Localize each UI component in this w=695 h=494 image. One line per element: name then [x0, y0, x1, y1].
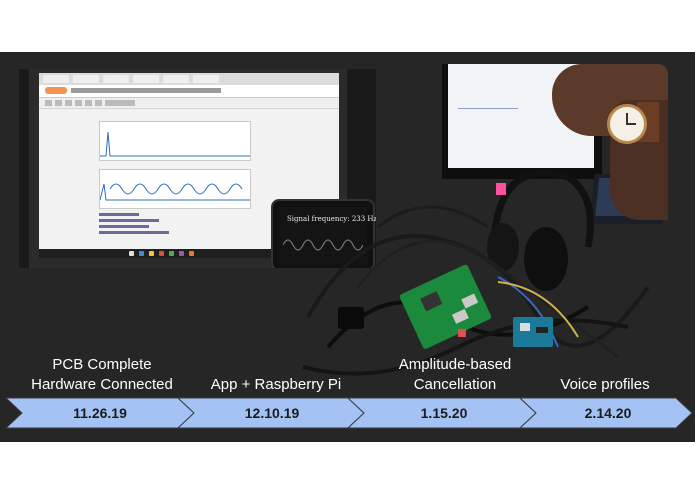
- notebook-logo-icon: [45, 87, 67, 94]
- phone-waveform: [283, 239, 363, 251]
- milestone-2-date: 12.10.19: [244, 405, 300, 421]
- signal-frequency-text: Signal frequency: 233 Hz: [287, 215, 376, 223]
- notebook-header: [39, 85, 339, 98]
- milestone-2-label-line-1: App + Raspberry Pi: [210, 376, 342, 393]
- slide: Signal frequency: 233 Hz: [0, 52, 695, 442]
- timeline-segment-4: [518, 397, 693, 429]
- milestone-2-label: App + Raspberry Pi: [196, 375, 356, 395]
- milestone-4-label-line-1: Voice profiles: [560, 376, 650, 393]
- milestone-3-label-line-2: Cancellation: [413, 376, 497, 393]
- milestone-1-date: 11.26.19: [73, 405, 127, 421]
- windows-taskbar: [39, 249, 339, 258]
- milestone-1-label-line-2: Hardware Connected: [31, 376, 173, 393]
- phone-screen: Signal frequency: 233 Hz: [279, 207, 376, 263]
- browser-tab-bar: [39, 73, 339, 85]
- milestone-3-label: Amplitude-based Cancellation: [370, 355, 540, 395]
- spectrum-plot-line: [100, 131, 250, 157]
- notebook-title-bar: [71, 88, 221, 93]
- hardware-headphones-photo: [432, 64, 668, 272]
- waveform-plot: [99, 169, 251, 209]
- milestone-4-date: 2.14.20: [584, 405, 632, 421]
- wristwatch-icon: [607, 104, 647, 144]
- waveform-plot-line: [100, 183, 250, 201]
- code-cell: [99, 213, 219, 243]
- milestone-1-label-line-1: PCB Complete: [52, 356, 152, 373]
- spectrum-plot: [99, 121, 251, 161]
- headphones-icon: [487, 169, 594, 291]
- raspberry-pi-board-icon: [399, 264, 492, 349]
- timeline: [4, 397, 693, 429]
- milestone-4-label: Voice profiles: [530, 375, 680, 395]
- wires-and-boards: [302, 169, 650, 376]
- milestone-3-date: 1.15.20: [420, 405, 468, 421]
- laptop-spectrum-analyzer-photo: Signal frequency: 233 Hz: [19, 69, 376, 268]
- milestone-3-label-line-1: Amplitude-based: [398, 356, 512, 373]
- arduino-board-icon: [513, 317, 553, 347]
- milestone-1-label: PCB Complete Hardware Connected: [22, 355, 182, 395]
- notebook-toolbar: [39, 98, 339, 109]
